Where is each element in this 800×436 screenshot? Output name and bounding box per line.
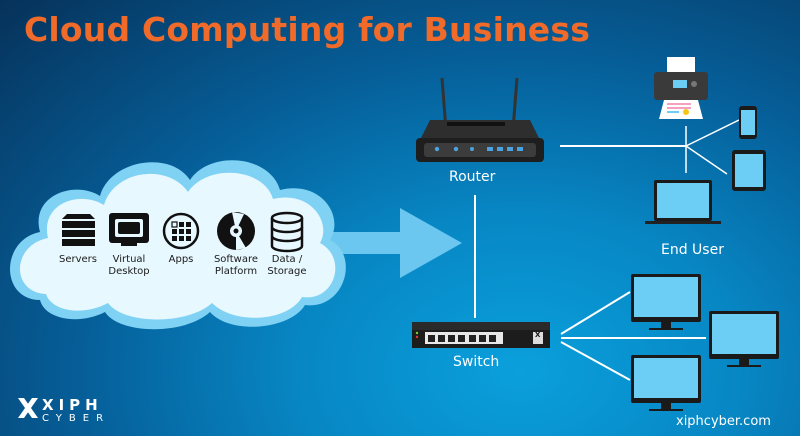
cloud-item-data-storage-label: Data / Storage [267,254,307,277]
brand-tagline: CYBER [42,413,111,424]
cloud-item-software-platform-label: Software Platform [213,254,259,277]
page-title: Cloud Computing for Business [24,10,591,49]
switch-label: Switch [453,354,500,370]
smartphone-icon [739,106,757,139]
router-icon [416,77,544,162]
enduser-tablet-line [685,145,728,175]
switch-to-monitor1-line [560,291,631,335]
cloud-item-servers-label: Servers [58,254,97,265]
database-icon [270,211,304,253]
xiph-logo-icon [18,398,38,418]
tablet-icon [732,150,766,191]
desktop-monitor-icon [631,355,701,411]
printer-icon [654,57,708,119]
brand-name: XIPH [42,396,103,414]
cloud-shape [10,160,346,330]
router-label: Router [449,169,496,185]
apps-grid-icon [162,212,200,250]
enduser-phone-line [685,119,740,147]
switch-icon [412,322,550,348]
server-rack-icon [62,214,95,246]
switch-to-monitor3-line [560,341,631,381]
end-user-label: End User [661,242,724,258]
desktop-monitor-icon [709,311,779,367]
disc-icon [217,212,255,250]
cloud-item-virtual-desktop-label: Virtual Desktop [108,254,150,277]
cloud-item-apps-label: Apps [168,254,194,265]
switch-brand-badge: X [535,331,541,339]
desktop-monitor-icon [631,274,701,330]
laptop-icon [645,180,721,224]
flow-arrow [330,208,462,278]
monitor-icon [109,213,149,246]
website-url[interactable]: xiphcyber.com [676,414,771,429]
